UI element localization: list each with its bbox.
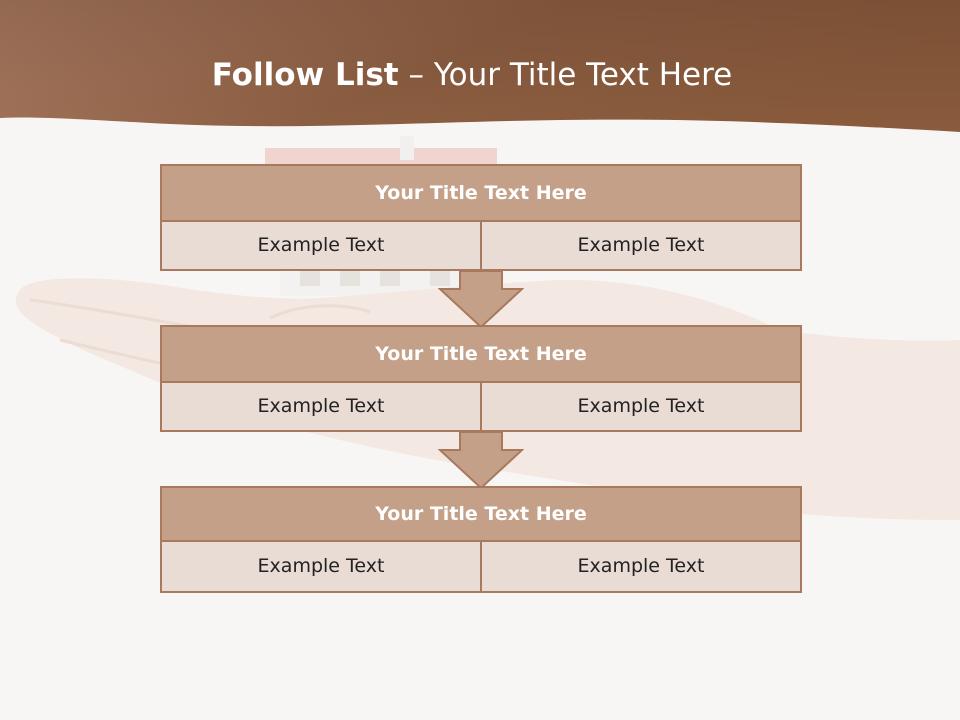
down-arrow-icon — [438, 271, 524, 329]
title-bold-part: Follow List — [211, 57, 399, 93]
down-arrow-icon — [438, 432, 524, 490]
title-rest-part: – Your Title Text Here — [398, 57, 733, 93]
flow-block-1: Your Title Text Here Example Text Exampl… — [160, 164, 802, 272]
block-title: Your Title Text Here — [160, 164, 802, 222]
block-cell-right: Example Text — [480, 381, 802, 432]
block-title: Your Title Text Here — [160, 325, 802, 383]
slide-title: Follow List – Your Title Text Here — [0, 54, 944, 96]
block-cell-left: Example Text — [160, 381, 482, 432]
block-cell-right: Example Text — [480, 220, 802, 271]
block-cell-left: Example Text — [160, 540, 482, 593]
block-cell-left: Example Text — [160, 220, 482, 271]
flow-block-3: Your Title Text Here Example Text Exampl… — [160, 486, 802, 593]
block-cell-right: Example Text — [480, 540, 802, 593]
block-title: Your Title Text Here — [160, 486, 802, 542]
header-wave — [0, 0, 960, 132]
flow-block-2: Your Title Text Here Example Text Exampl… — [160, 325, 802, 433]
